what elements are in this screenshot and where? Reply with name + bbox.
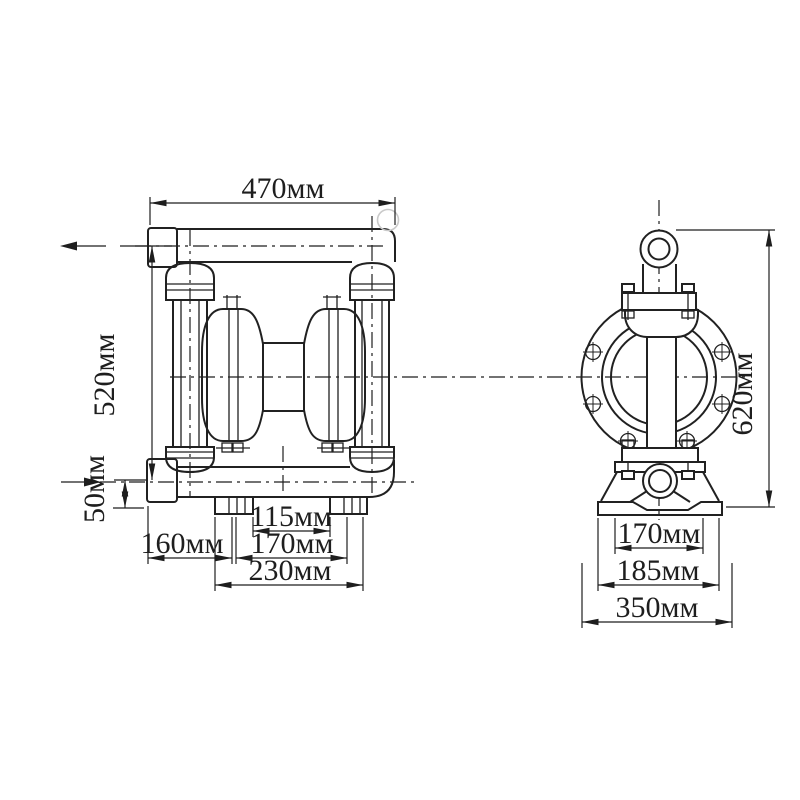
left-top-cap bbox=[165, 261, 215, 301]
dim-foot-span-front: 170мм bbox=[235, 517, 348, 564]
left-foot bbox=[214, 496, 254, 515]
top-clamp-plate bbox=[621, 292, 697, 311]
bolt-icon bbox=[583, 394, 603, 414]
bottom-port-inner bbox=[648, 469, 672, 493]
front-view bbox=[60, 208, 400, 515]
dim-base-span-front: 230мм bbox=[214, 517, 364, 591]
bottom-pipe-lower-edge bbox=[177, 460, 395, 498]
dim-top-width: 470мм bbox=[149, 172, 396, 225]
right-bottom-cap-bands bbox=[350, 451, 394, 459]
bottom-clamp-lower-nut bbox=[681, 470, 695, 480]
bottom-clamp-lower-nut bbox=[621, 470, 635, 480]
top-clamp-nut bbox=[681, 283, 695, 293]
top-bell bbox=[624, 309, 699, 338]
left-chamber-flange-lines bbox=[228, 309, 239, 441]
dim-520-label: 520мм bbox=[88, 334, 121, 417]
dim-overall-height-front: 520мм bbox=[88, 245, 172, 481]
dim-overall-width-side: 350мм bbox=[581, 563, 733, 628]
dim-350-extensions bbox=[581, 563, 733, 628]
lifting-eye-inner bbox=[647, 237, 671, 261]
dimensions: 470мм 520мм 50мм 160мм 115мм 170мм bbox=[78, 172, 775, 628]
left-valve-pipe bbox=[165, 261, 215, 474]
side-view bbox=[580, 229, 738, 516]
top-bracket bbox=[621, 229, 697, 320]
right-chamber-flange-lines bbox=[328, 309, 339, 441]
right-diaphragm-chamber bbox=[303, 295, 366, 453]
dim-left-offset: 160мм bbox=[141, 506, 233, 564]
left-pipe-inner-walls bbox=[180, 300, 200, 447]
mounting-feet-front bbox=[214, 496, 368, 515]
center-column bbox=[624, 309, 699, 448]
left-chamber-top-studs bbox=[223, 295, 241, 309]
dim-base-inner-side: 185мм bbox=[597, 518, 720, 591]
dim-clamp-width-side: 170мм bbox=[614, 517, 704, 554]
top-clamp-lower-nut bbox=[681, 310, 695, 319]
dim-inlet-height: 50мм bbox=[78, 455, 144, 523]
dim-230-label: 230мм bbox=[249, 554, 332, 587]
bolt-icon bbox=[712, 342, 732, 362]
bolt-icon bbox=[583, 342, 603, 362]
right-top-cap-bands bbox=[350, 283, 394, 291]
dim-520-extensions bbox=[114, 245, 172, 481]
dim-160-label: 160мм bbox=[141, 527, 224, 560]
dim-350-label: 350мм bbox=[616, 591, 699, 624]
dim-115-label: 115мм bbox=[250, 500, 332, 533]
right-pipe-outer-walls bbox=[354, 300, 390, 447]
outlet-flow-arrow-icon bbox=[60, 241, 106, 251]
bolt-icon bbox=[712, 394, 732, 414]
right-foot bbox=[329, 496, 368, 515]
dim-620-extensions bbox=[676, 229, 775, 508]
left-top-cap-bands bbox=[166, 283, 214, 291]
base-plate bbox=[597, 501, 723, 516]
right-foot-slots bbox=[343, 497, 361, 514]
dim-230-extensions bbox=[214, 517, 364, 591]
top-clamp-lower-nut bbox=[621, 310, 635, 319]
left-foot-slots bbox=[228, 497, 246, 514]
column-mask bbox=[647, 337, 676, 448]
right-chamber-outline bbox=[303, 308, 366, 442]
right-chamber-top-studs bbox=[323, 295, 341, 309]
flange-bolts bbox=[583, 342, 732, 451]
right-bottom-cap bbox=[349, 446, 395, 474]
bottom-assembly bbox=[597, 439, 723, 516]
bottom-clamp-plate bbox=[621, 447, 699, 463]
center-air-housing bbox=[263, 342, 304, 412]
dim-overall-height-side: 620мм bbox=[676, 229, 775, 508]
right-top-cap bbox=[349, 261, 395, 301]
left-bottom-cap bbox=[165, 446, 215, 474]
dim-inner-port-span: 115мм bbox=[250, 500, 332, 537]
lifting-eye-outer bbox=[639, 229, 679, 269]
left-chamber-outline bbox=[201, 308, 264, 442]
dim-170-label: 170мм bbox=[251, 527, 334, 560]
outlet-flange bbox=[147, 227, 178, 268]
top-clamp-nut bbox=[621, 283, 635, 293]
dim-185-extensions bbox=[597, 518, 720, 591]
bracket-sides bbox=[642, 264, 677, 293]
dim-160-extensions bbox=[147, 506, 233, 564]
dim-185-label: 185мм bbox=[617, 554, 700, 587]
left-pipe-outer-walls bbox=[172, 300, 208, 447]
dim-620-label: 620мм bbox=[726, 353, 759, 436]
revision-circle-icon bbox=[376, 208, 400, 232]
dim-50-label: 50мм bbox=[78, 455, 111, 523]
bottom-port-outer bbox=[642, 463, 678, 499]
discharge-manifold bbox=[147, 227, 396, 268]
inlet-flow-arrow-icon bbox=[61, 477, 101, 487]
base-legs bbox=[600, 471, 720, 503]
dim-170r-label: 170мм bbox=[618, 517, 701, 550]
left-diaphragm-chamber bbox=[201, 295, 264, 453]
suction-manifold bbox=[146, 458, 395, 503]
dim-470-label: 470мм bbox=[242, 172, 325, 205]
column-walls bbox=[646, 337, 677, 448]
